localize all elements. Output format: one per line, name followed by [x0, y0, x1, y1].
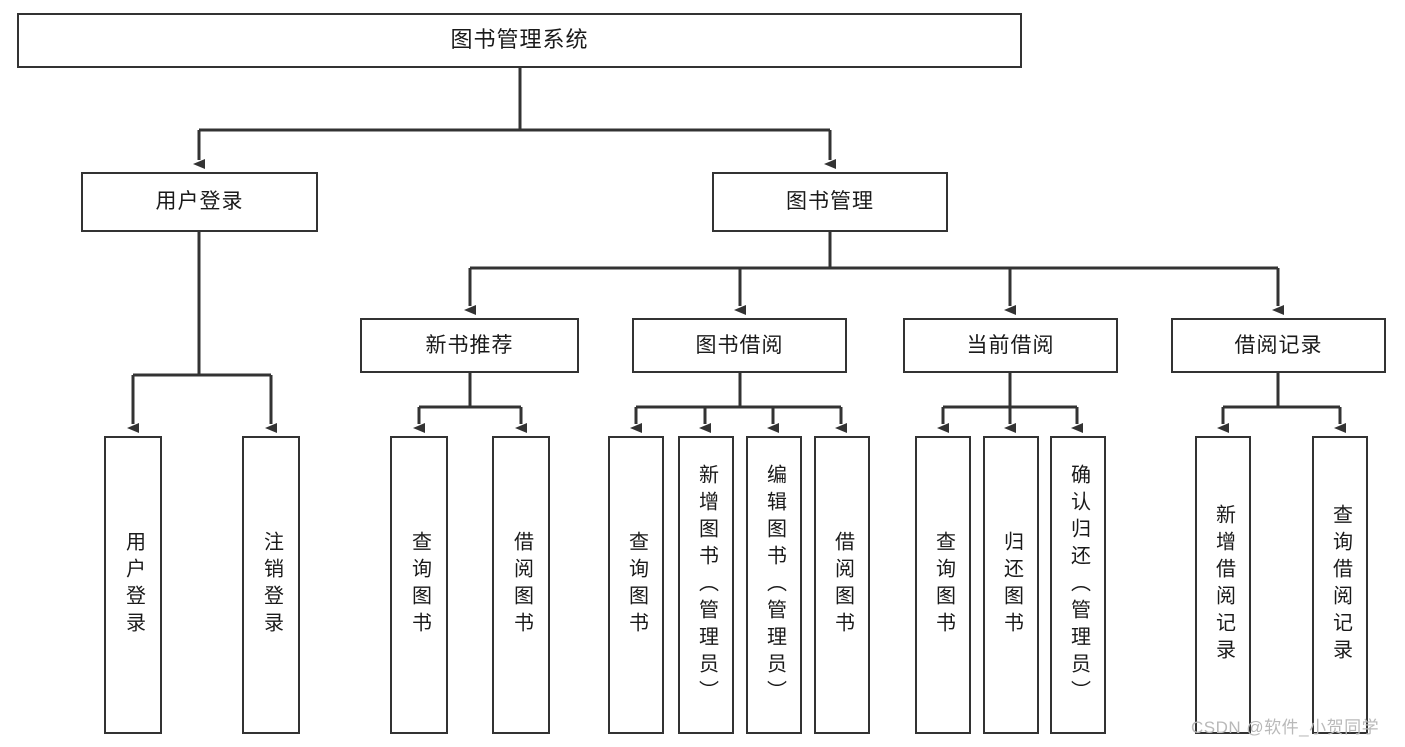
leaf-add-book[interactable]: 新增图书（管理员）	[678, 436, 734, 734]
node-label: 查询图书	[625, 531, 648, 639]
leaf-add-borrow-record[interactable]: 新增借阅记录	[1195, 436, 1251, 734]
node-label: 用户登录	[155, 190, 244, 214]
node-label: 当前借阅	[966, 333, 1055, 357]
node-label: 新增图书（管理员）	[695, 463, 718, 707]
csdn-watermark: CSDN @软件_小贺同学	[1191, 718, 1380, 737]
node-label: 注销登录	[260, 531, 283, 639]
node-book-borrow[interactable]: 图书借阅	[632, 318, 847, 373]
node-book-manage[interactable]: 图书管理	[712, 172, 948, 232]
leaf-query-borrow-record[interactable]: 查询借阅记录	[1312, 436, 1368, 734]
node-borrow-record[interactable]: 借阅记录	[1171, 318, 1386, 373]
leaf-borrow-book[interactable]: 借阅图书	[814, 436, 870, 734]
node-label: 查询借阅记录	[1329, 504, 1352, 666]
leaf-borrow-book-recommend[interactable]: 借阅图书	[492, 436, 550, 734]
leaf-query-book-borrow[interactable]: 查询图书	[608, 436, 664, 734]
node-label: 借阅记录	[1234, 333, 1323, 357]
node-label: 借阅图书	[831, 531, 854, 639]
node-label: 新增借阅记录	[1212, 504, 1235, 666]
node-label: 图书借阅	[695, 333, 784, 357]
node-root-system[interactable]: 图书管理系统	[17, 13, 1022, 68]
leaf-logout[interactable]: 注销登录	[242, 436, 300, 734]
node-label: 归还图书	[1000, 531, 1023, 639]
node-current-borrow[interactable]: 当前借阅	[903, 318, 1118, 373]
node-new-book-recommend[interactable]: 新书推荐	[360, 318, 579, 373]
node-label: 用户登录	[122, 531, 145, 639]
node-label: 图书管理系统	[450, 27, 589, 53]
leaf-query-book-current[interactable]: 查询图书	[915, 436, 971, 734]
leaf-confirm-return[interactable]: 确认归还（管理员）	[1050, 436, 1106, 734]
node-user-login[interactable]: 用户登录	[81, 172, 318, 232]
leaf-edit-book[interactable]: 编辑图书（管理员）	[746, 436, 802, 734]
leaf-query-book-recommend[interactable]: 查询图书	[390, 436, 448, 734]
node-label: 查询图书	[932, 531, 955, 639]
node-label: 图书管理	[786, 190, 874, 214]
node-label: 确认归还（管理员）	[1067, 463, 1090, 707]
node-label: 查询图书	[408, 531, 431, 639]
node-label: 编辑图书（管理员）	[763, 463, 786, 707]
leaf-user-login[interactable]: 用户登录	[104, 436, 162, 734]
leaf-return-book[interactable]: 归还图书	[983, 436, 1039, 734]
node-label: 新书推荐	[425, 333, 514, 357]
node-label: 借阅图书	[510, 531, 533, 639]
